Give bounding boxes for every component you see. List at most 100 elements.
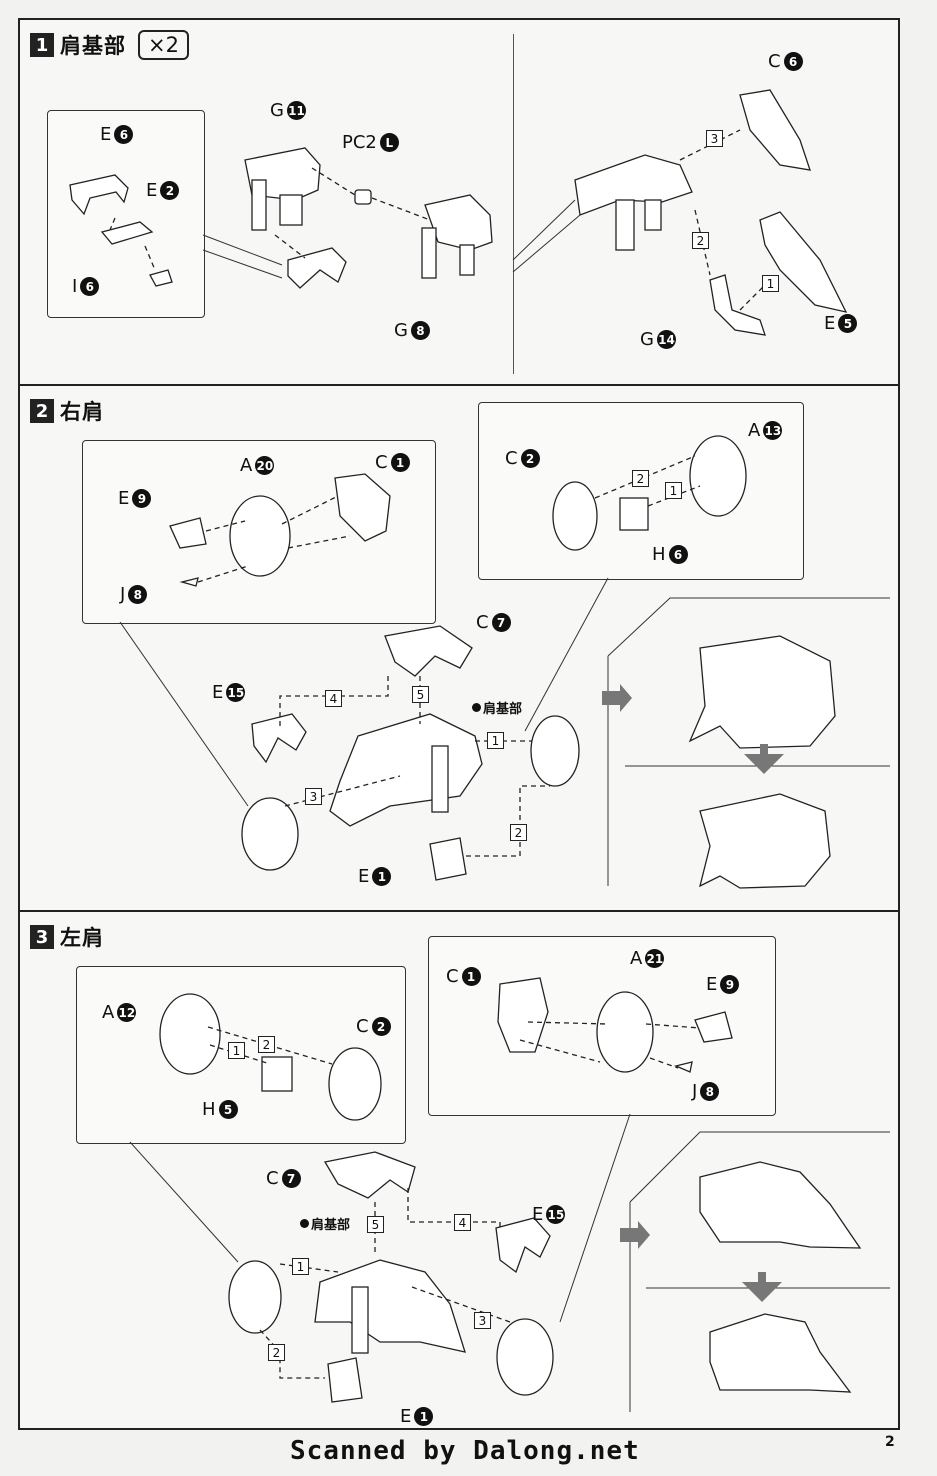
assembled-a21-shell bbox=[496, 1318, 554, 1396]
part-number: 15 bbox=[226, 683, 246, 702]
part-g11-ribs bbox=[251, 179, 267, 231]
preview-rotation-before bbox=[699, 1161, 862, 1249]
part-letter: A bbox=[240, 455, 253, 476]
part-number: 2 bbox=[371, 1017, 391, 1036]
order-marker: 1 bbox=[762, 275, 779, 292]
step-title: 右肩 bbox=[60, 400, 104, 424]
order-marker: 1 bbox=[228, 1042, 245, 1059]
detail-callout bbox=[478, 402, 804, 580]
part-c7-armor bbox=[384, 625, 473, 677]
step-1-panel: 1 肩基部 ×2 bbox=[18, 18, 900, 386]
part-letter: E bbox=[212, 682, 224, 703]
part-number: 20 bbox=[255, 456, 275, 475]
part-e9-cap bbox=[694, 1011, 733, 1043]
step-title: 左肩 bbox=[60, 926, 104, 950]
part-i6-clip bbox=[149, 269, 173, 287]
part-letter: PC2 bbox=[342, 132, 377, 153]
assembled-shoulder-base bbox=[314, 1259, 466, 1353]
part-letter: E bbox=[358, 866, 370, 887]
part-number: 14 bbox=[656, 330, 676, 349]
part-number: 6 bbox=[668, 545, 688, 564]
base-label-text: 肩基部 bbox=[483, 702, 523, 717]
step-1-parts-illustration bbox=[69, 89, 848, 336]
part-h6-block bbox=[619, 497, 649, 531]
step-3-parts-illustration bbox=[129, 977, 890, 1412]
part-number: 8 bbox=[128, 585, 148, 604]
order-marker: 2 bbox=[268, 1344, 285, 1361]
preview-rotation-before bbox=[688, 635, 836, 749]
step-3-panel: 3 左肩 bbox=[18, 910, 900, 1430]
base-label-text: 肩基部 bbox=[311, 1218, 351, 1233]
order-marker: 4 bbox=[325, 690, 342, 707]
assembled-shoulder-base bbox=[574, 154, 693, 216]
preview-rotation-after bbox=[709, 1313, 852, 1393]
part-number: 15 bbox=[546, 1205, 566, 1224]
part-number: 6 bbox=[114, 125, 134, 144]
gray-arrow-down bbox=[742, 1272, 782, 1302]
part-number: 8 bbox=[410, 321, 430, 340]
part-number: 21 bbox=[645, 949, 665, 968]
assembled-shoulder-base bbox=[329, 713, 483, 827]
part-letter: C bbox=[476, 612, 489, 633]
step-1-header: 1 肩基部 ×2 bbox=[30, 30, 189, 60]
part-number: 1 bbox=[414, 1407, 434, 1426]
part-e9-cap bbox=[169, 517, 207, 549]
step-2-panel: 2 右肩 bbox=[18, 384, 900, 912]
page-number: 2 bbox=[885, 1434, 895, 1450]
gray-arrow-right bbox=[620, 1221, 650, 1249]
part-a21-shell bbox=[596, 991, 654, 1073]
part-h5-block bbox=[261, 1056, 293, 1092]
part-e1-piece bbox=[327, 1357, 363, 1403]
part-number: 2 bbox=[520, 449, 540, 468]
detail-callout bbox=[47, 110, 205, 318]
part-letter: E bbox=[400, 1406, 412, 1427]
part-e6-cover bbox=[287, 247, 347, 289]
part-number: 5 bbox=[218, 1100, 238, 1119]
part-letter: E bbox=[100, 124, 112, 145]
part-letter: C bbox=[505, 448, 518, 469]
step-number: 1 bbox=[30, 33, 54, 57]
part-pc2-poly-cap bbox=[354, 189, 372, 205]
order-marker: 3 bbox=[305, 788, 322, 805]
part-letter: G bbox=[270, 100, 284, 121]
step-2-header: 2 右肩 bbox=[30, 396, 104, 426]
part-c2-plate bbox=[552, 481, 598, 551]
assembled-a20-shell bbox=[241, 797, 299, 871]
part-j8-piece bbox=[179, 577, 199, 587]
part-c1-plate bbox=[497, 977, 549, 1053]
scan-credit: Scanned by Dalong.net bbox=[290, 1436, 640, 1466]
part-letter: G bbox=[394, 320, 408, 341]
part-g8-frame bbox=[424, 194, 493, 251]
order-marker: 1 bbox=[292, 1258, 309, 1275]
part-number: 7 bbox=[281, 1169, 301, 1188]
part-letter: J bbox=[692, 1081, 698, 1102]
order-marker: 2 bbox=[510, 824, 527, 841]
part-number: 9 bbox=[132, 489, 152, 508]
part-c2-plate bbox=[328, 1047, 382, 1121]
step-title: 肩基部 bbox=[60, 34, 126, 58]
part-c1-plate bbox=[334, 473, 391, 542]
preview-rotation-after bbox=[699, 793, 831, 889]
part-number: 13 bbox=[763, 421, 783, 440]
part-letter: H bbox=[202, 1099, 216, 1120]
part-letter: J bbox=[120, 584, 126, 605]
part-letter: A bbox=[630, 948, 643, 969]
gray-arrow-right bbox=[602, 684, 632, 712]
base-reference-label: 肩基部 bbox=[300, 1214, 350, 1233]
order-marker: 5 bbox=[367, 1216, 384, 1233]
